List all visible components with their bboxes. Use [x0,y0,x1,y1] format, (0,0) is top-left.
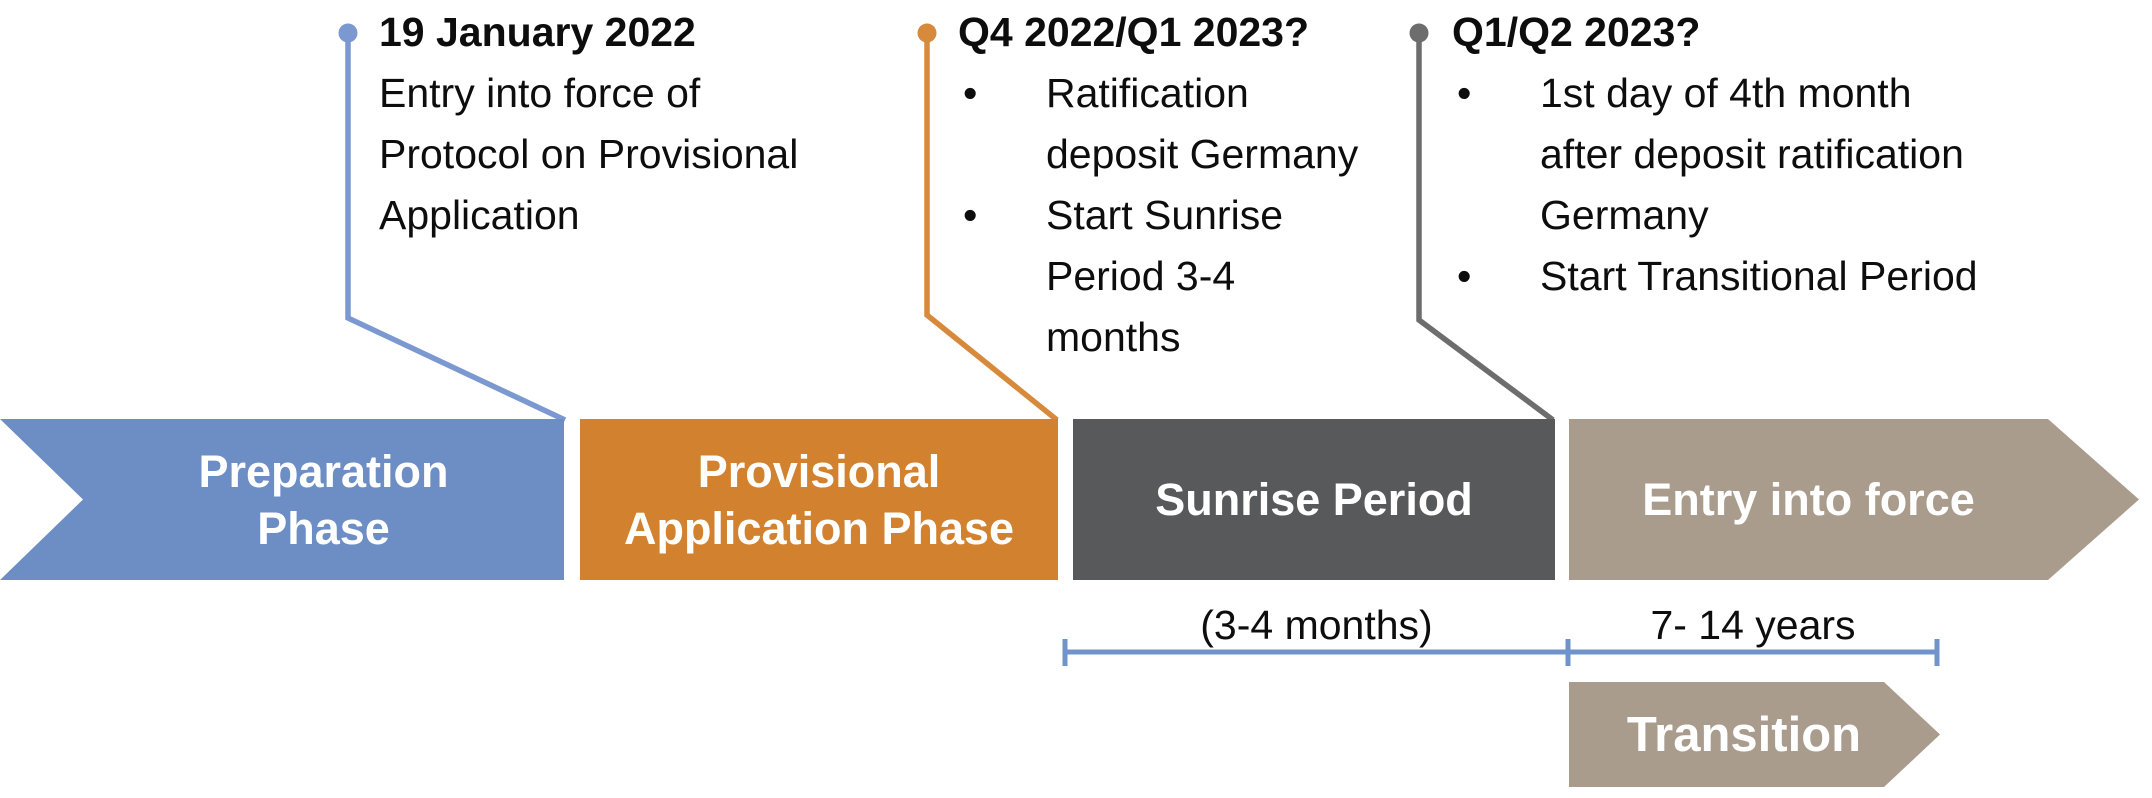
phase-shape-entry-into-force [1569,419,2139,580]
bullet-item: • Ratification deposit Germany [958,63,1358,185]
transition-label: Transition [1626,707,1862,762]
bullet-item: • 1st day of 4th month after deposit rat… [1452,63,1978,246]
callout-line: months [1046,314,1181,360]
bullet-icon: • [1457,253,1472,299]
callout-line: deposit Germany [1046,131,1359,177]
bullet-item: • Start Sunrise Period 3-4 months [958,185,1358,368]
bullet-item: • Start Transitional Period [1452,246,1978,307]
callout-dot-gray [1409,23,1429,43]
callout-line: 1st day of 4th month [1540,70,1912,116]
phase-label-line: Entry into force [1642,474,1975,525]
callout-connector-orange [924,34,1059,423]
callout-line: after deposit ratification [1540,131,1964,177]
callout-line: Germany [1540,192,1709,238]
callout-dot-blue [338,23,358,43]
duration-label-sunrise: (3-4 months) [1200,602,1433,648]
phase-label-provisional: Provisional Application Phase [580,419,1058,580]
transition-arrow-shape [1569,682,1940,787]
callout-line: Entry into force of [379,70,701,116]
callout-line: Period 3-4 [1046,253,1236,299]
callout-date: Q1/Q2 2023? [1452,9,1701,55]
callout-line: Ratification [1046,70,1249,116]
callout-19-january-2022: 19 January 2022 Entry into force of Prot… [379,2,798,246]
phase-shape-sunrise [1073,419,1555,580]
callout-line: Protocol on Provisional [379,131,799,177]
phase-label-preparation: Preparation Phase [83,419,564,580]
phase-label-line: Application Phase [623,502,1015,554]
callout-q1-q2-2023: Q1/Q2 2023? • 1st day of 4th month after… [1452,2,1978,307]
bullet-icon: • [963,192,978,238]
callout-date: 19 January 2022 [379,9,696,55]
bullet-icon: • [1457,70,1472,116]
callout-line: Start Sunrise [1046,192,1283,238]
callout-line: Application [379,192,580,238]
bullet-icon: • [963,70,978,116]
phase-label-line: Sunrise Period [1155,474,1473,525]
callout-connector-blue [345,34,567,423]
phase-shape-preparation [0,419,564,580]
phase-label-line: Phase [257,502,390,554]
callout-connector-gray [1416,34,1555,423]
phase-label-line: Provisional [697,445,941,497]
phase-label-entry-into-force: Entry into force [1569,419,2048,580]
callout-q4-2022-q1-2023: Q4 2022/Q1 2023? • Ratification deposit … [958,2,1358,368]
callout-dot-orange [917,23,937,43]
duration-label-entry: 7- 14 years [1650,602,1856,648]
phase-label-line: Preparation [198,445,449,497]
phase-label-sunrise: Sunrise Period [1073,419,1555,580]
phase-shape-provisional [580,419,1058,580]
callout-date: Q4 2022/Q1 2023? [958,9,1310,55]
callout-line: Start Transitional Period [1540,253,1978,299]
